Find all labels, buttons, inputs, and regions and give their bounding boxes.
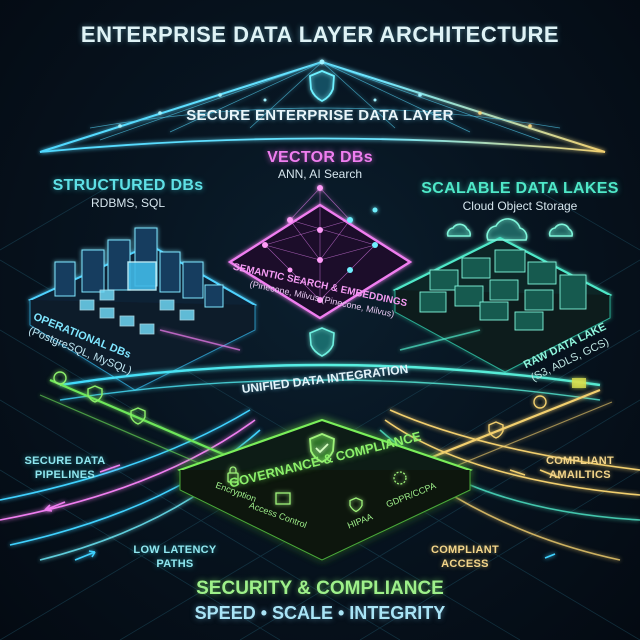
page-title: ENTERPRISE DATA LAYER ARCHITECTURE <box>80 22 560 47</box>
compliant-analytics-line2: AMAILTICS <box>549 469 611 481</box>
shield-check-icon <box>130 407 146 425</box>
gear-icon <box>53 371 67 385</box>
cloud-icon <box>486 218 528 241</box>
hipaa-shield-icon <box>349 497 363 513</box>
governance-icons <box>227 433 407 513</box>
flow-arrows <box>44 464 561 561</box>
integration-band <box>59 327 601 401</box>
secure-layer-label: SECURE ENTERPRISE DATA LAYER <box>186 107 454 124</box>
low-latency-label: LOW LATENCY PATHS <box>130 543 220 571</box>
data-lakes-subtitle: Cloud Object Storage <box>462 199 578 213</box>
secure-pipelines-label: SECURE DATA PIPELINES <box>20 454 110 482</box>
structured-db-subtitle: RDBMS, SQL <box>90 196 165 210</box>
secure-pipelines-line1: SECURE DATA <box>24 455 106 467</box>
data-lake-platform <box>392 218 613 373</box>
card-icon <box>572 378 586 388</box>
compliant-access-label: COMPLIANT ACCESS <box>420 543 510 571</box>
vector-db-subtitle: ANN, AI Search <box>277 167 363 181</box>
access-control-icon <box>275 492 291 505</box>
footer-values: SPEED • SCALE • INTEGRITY <box>194 603 446 623</box>
low-latency-line1: LOW LATENCY <box>133 544 217 556</box>
structured-db-platform <box>27 227 258 391</box>
shield-icon <box>87 385 103 403</box>
encryption-lock-icon <box>227 472 239 483</box>
footer-tagline: SECURITY & COMPLIANCE <box>196 578 444 599</box>
gdpr-stars-icon <box>393 471 407 485</box>
lock-icon <box>533 395 547 409</box>
compliant-access-line1: COMPLIANT <box>430 544 500 556</box>
vector-db-title: VECTOR DBs <box>267 149 373 166</box>
compliant-access-line2: ACCESS <box>441 558 489 570</box>
cloud-icon <box>446 223 472 237</box>
shield-icon <box>488 421 504 439</box>
governance-shield-check-icon <box>309 433 335 464</box>
governance-platform <box>177 418 473 561</box>
secure-pipelines-line2: PIPELINES <box>34 469 96 481</box>
integration-shield-icon <box>309 327 335 357</box>
cloud-icon <box>548 223 574 237</box>
secure-layer-roof <box>39 59 606 153</box>
structured-db-title: STRUCTURED DBs <box>52 177 204 194</box>
vector-db-platform <box>227 185 413 320</box>
compliant-analytics-line1: COMPLIANT <box>545 455 615 467</box>
low-latency-line2: PATHS <box>156 558 194 570</box>
roof-shield-icon <box>309 70 335 103</box>
compliant-analytics-label: COMPLIANT AMAILTICS <box>535 454 625 482</box>
data-lakes-title: SCALABLE DATA LAKES <box>421 180 619 197</box>
